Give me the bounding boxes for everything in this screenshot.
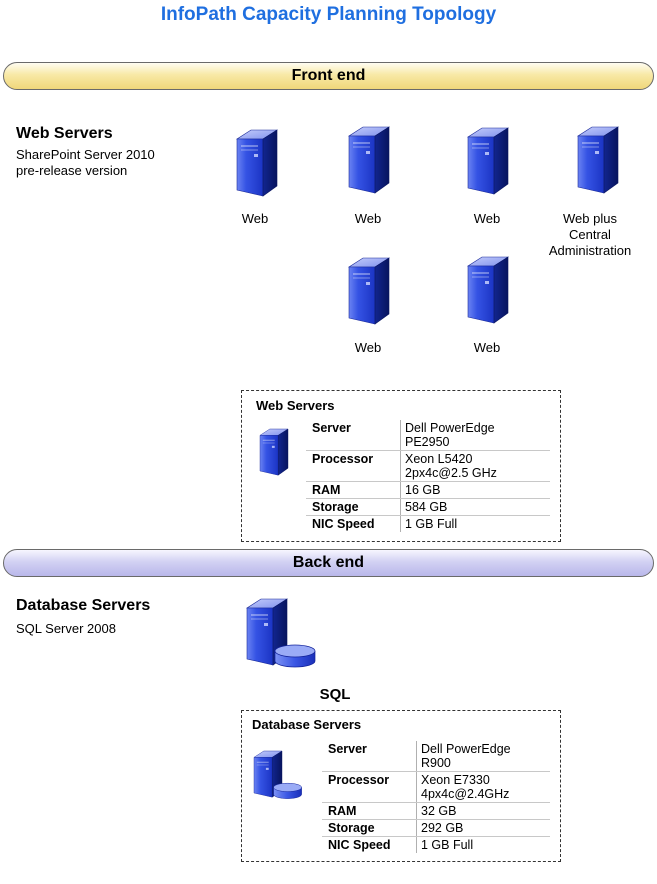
db-section-title: Database Servers (16, 597, 151, 614)
spec-key: RAM (306, 481, 401, 499)
web-section-title: Web Servers (16, 125, 113, 142)
web-server-label: Web (473, 340, 501, 355)
spec-key: Server (322, 741, 417, 772)
value-line: Xeon L5420 (405, 452, 473, 466)
web-server-icon (467, 127, 509, 195)
value-line: 2px4c@2.5 GHz (405, 466, 497, 480)
table-row: Storage 292 GB (322, 819, 550, 837)
table-row: Storage 584 GB (306, 498, 550, 516)
label-line: Central (569, 227, 611, 242)
table-row: NIC Speed 1 GB Full (322, 836, 550, 853)
spec-key: Storage (322, 819, 417, 837)
value-line: Dell PowerEdge (405, 421, 495, 435)
web-server-icon (348, 257, 390, 325)
spec-value: 292 GB (416, 819, 550, 837)
web-spec-title: Web Servers (256, 398, 335, 413)
spec-key: Storage (306, 498, 401, 516)
value-line: 4px4c@2.4GHz (421, 787, 510, 801)
web-subtitle-line: pre-release version (16, 163, 128, 178)
spec-key: NIC Speed (312, 517, 375, 531)
spec-key: Processor (322, 771, 417, 803)
web-subtitle-line: SharePoint Server 2010 (16, 147, 155, 162)
spec-key: RAM (322, 802, 417, 820)
spec-key: Server (306, 420, 401, 451)
value-line: R900 (421, 756, 451, 770)
table-row: RAM 16 GB (306, 481, 550, 499)
spec-value: 32 GB (416, 802, 550, 820)
web-central-admin-label: Web plus Central Administration (535, 211, 645, 259)
sql-server-label: SQL (319, 686, 351, 703)
value-line: Xeon E7330 (421, 773, 490, 787)
page-title: InfoPath Capacity Planning Topology (160, 4, 497, 25)
spec-key: NIC Speed (328, 838, 391, 852)
spec-value: 1 GB Full (400, 515, 550, 532)
back-end-band: Back end (3, 549, 654, 577)
front-end-band: Front end (3, 62, 654, 90)
web-server-icon (467, 256, 509, 324)
label-line: Administration (548, 243, 632, 258)
front-end-label: Front end (291, 67, 366, 84)
label-line: Web plus (563, 211, 617, 226)
web-server-label: Web (354, 340, 382, 355)
web-section-subtitle: SharePoint Server 2010 pre-release versi… (16, 147, 155, 179)
web-server-icon (236, 129, 278, 197)
sql-server-icon (246, 598, 316, 668)
value-line: PE2950 (405, 435, 450, 449)
web-spec-server-icon (259, 428, 289, 476)
value-line: Dell PowerEdge (421, 742, 511, 756)
table-row: RAM 32 GB (322, 802, 550, 820)
web-server-icon (577, 126, 619, 194)
spec-key: Processor (306, 450, 401, 482)
spec-value: 16 GB (400, 481, 550, 499)
db-spec-title: Database Servers (252, 717, 362, 732)
web-server-icon (348, 126, 390, 194)
web-server-label: Web (473, 211, 501, 226)
back-end-label: Back end (292, 554, 365, 571)
spec-value: 584 GB (400, 498, 550, 516)
db-spec-server-icon (253, 750, 302, 799)
spec-value: 1 GB Full (416, 836, 550, 853)
web-server-label: Web (241, 211, 269, 226)
web-server-label: Web (354, 211, 382, 226)
table-row: NIC Speed 1 GB Full (306, 515, 550, 532)
db-section-subtitle: SQL Server 2008 (16, 621, 116, 636)
